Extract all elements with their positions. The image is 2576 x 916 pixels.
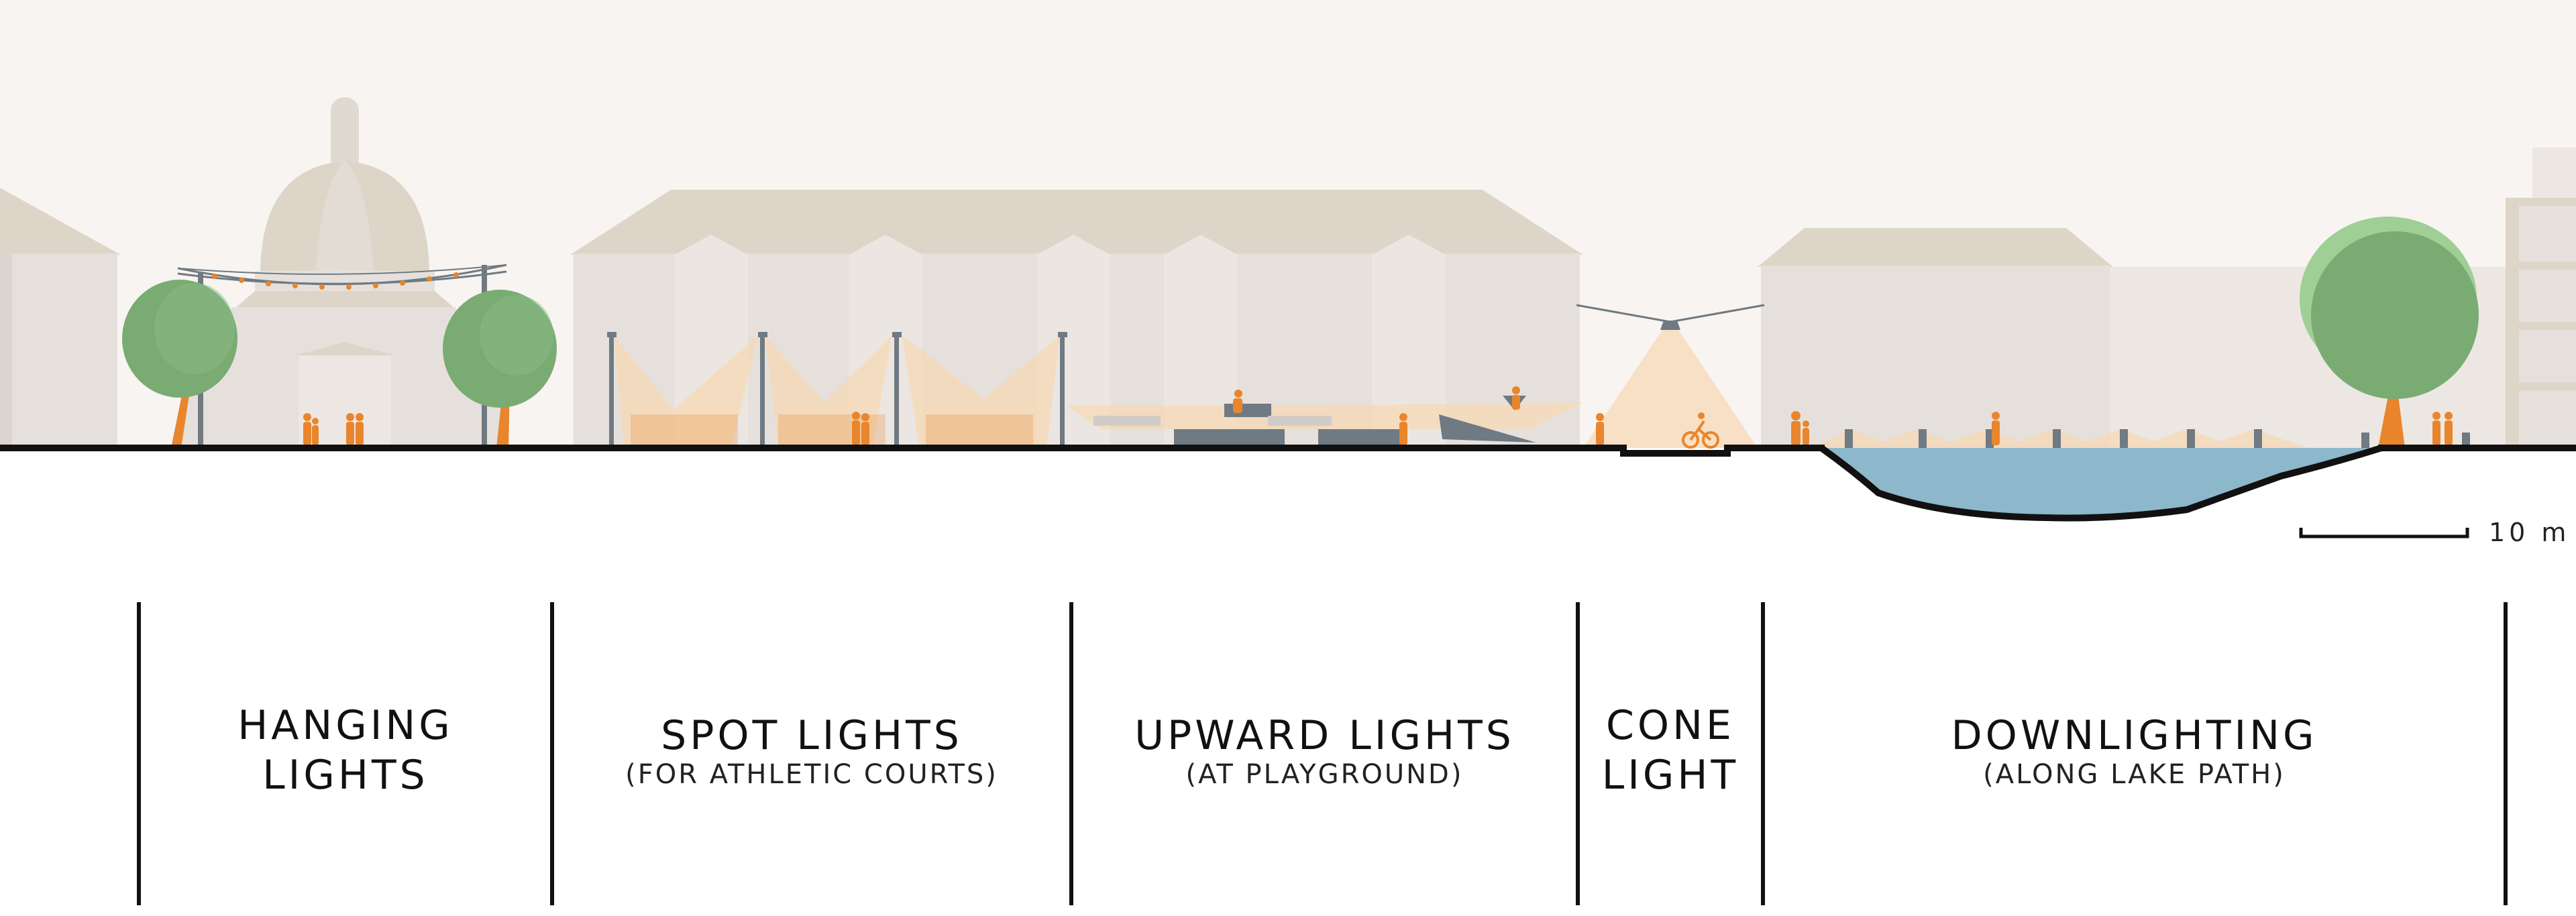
zone-upward-lights-subtitle: (AT PLAYGROUND)	[1185, 759, 1464, 790]
tree-icon	[443, 290, 557, 448]
zone-upward-lights-title: UPWARD LIGHTS	[1134, 712, 1515, 759]
tree-icon	[122, 280, 237, 448]
domed-building	[182, 97, 506, 448]
person-icon	[303, 386, 2453, 445]
downlighting	[1811, 429, 2470, 448]
cyclist-icon	[1682, 412, 1719, 449]
cone-light	[1576, 304, 1765, 448]
zone-cone-light-title: CONE LIGHT	[1601, 702, 1739, 799]
zone-spot-lights-title: SPOT LIGHTS	[661, 712, 963, 759]
zone-spot-lights-subtitle: (FOR ATHLETIC COURTS)	[625, 759, 998, 790]
spot-lights	[607, 332, 1067, 448]
tree-icon	[2300, 217, 2479, 448]
zone-downlighting-subtitle: (ALONG LAKE PATH)	[1983, 759, 2286, 790]
zone-dividers	[137, 602, 2508, 905]
zone-hanging-lights-title: HANGING LIGHTS	[237, 702, 453, 799]
left-building	[0, 188, 121, 448]
ground-line	[0, 445, 2576, 457]
lake-edge	[1819, 445, 2383, 522]
zone-downlighting-title: DOWNLIGHTING	[1951, 712, 2318, 759]
scale-bar	[2299, 528, 2469, 538]
scale-label: 10 m	[2489, 518, 2571, 547]
lake-water	[1821, 448, 2381, 518]
